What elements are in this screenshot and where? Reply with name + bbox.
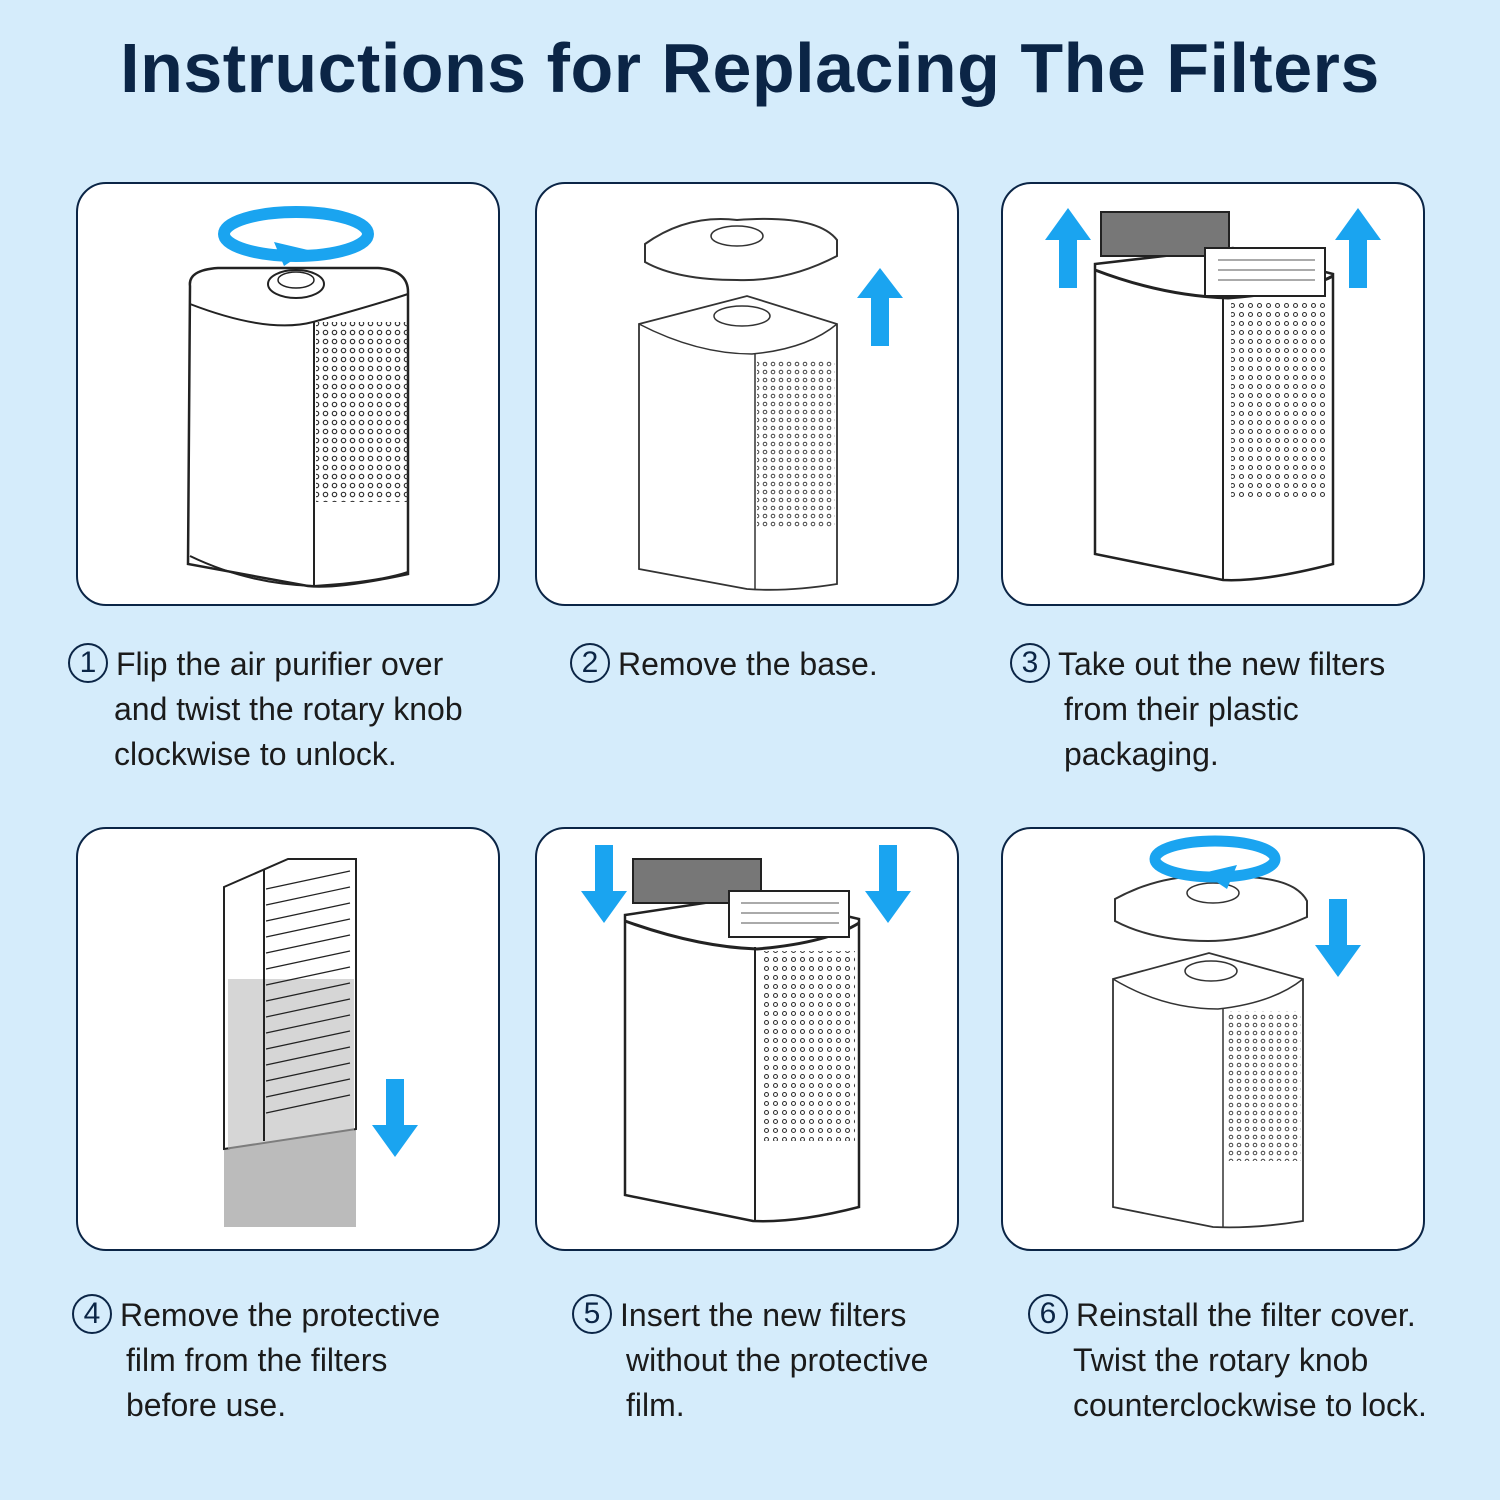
clockwise-rotation-arrow-icon bbox=[218, 206, 374, 266]
step-line: clockwise to unlock. bbox=[114, 736, 397, 772]
step-number-badge: 3 bbox=[1010, 643, 1050, 683]
step-line: and twist the rotary knob bbox=[114, 691, 463, 727]
filters-icon bbox=[1045, 208, 1381, 582]
step-6-illustration bbox=[1001, 827, 1425, 1251]
step-line: packaging. bbox=[1064, 736, 1219, 772]
down-arrow-icon bbox=[372, 1079, 418, 1157]
filter-panel-icon bbox=[223, 858, 418, 1227]
step-line: before use. bbox=[126, 1387, 287, 1423]
step-line: from their plastic bbox=[1064, 691, 1299, 727]
step-line: Reinstall the filter cover. bbox=[1076, 1297, 1416, 1333]
step-number-badge: 4 bbox=[72, 1294, 112, 1334]
step-line: Take out the new filters bbox=[1058, 646, 1386, 682]
purifier-body-icon bbox=[581, 845, 911, 1223]
base-cover-icon bbox=[644, 217, 838, 282]
base-cover-icon bbox=[1114, 875, 1308, 943]
purifier-body-icon bbox=[638, 217, 903, 591]
down-arrow-icon bbox=[1315, 899, 1361, 977]
step-line: Flip the air purifier over bbox=[116, 646, 444, 682]
step-line: Remove the protective bbox=[120, 1297, 441, 1333]
page-title: Instructions for Replacing The Filters bbox=[120, 29, 1380, 107]
purifier-body-icon bbox=[1112, 835, 1361, 1229]
step-line: without the protective bbox=[626, 1342, 929, 1378]
step-line: film. bbox=[626, 1387, 685, 1423]
step-number-badge: 1 bbox=[68, 643, 108, 683]
step-line: Insert the new filters bbox=[620, 1297, 907, 1333]
step-number-badge: 5 bbox=[572, 1294, 612, 1334]
step-5-illustration bbox=[535, 827, 959, 1251]
step-line: film from the filters bbox=[126, 1342, 388, 1378]
step-line: Twist the rotary knob bbox=[1073, 1342, 1369, 1378]
air-purifier-icon bbox=[186, 206, 410, 588]
counterclockwise-rotation-arrow-icon bbox=[1149, 835, 1281, 889]
step-3-illustration bbox=[1001, 182, 1425, 606]
step-line: Remove the base. bbox=[618, 646, 878, 682]
up-arrow-icon bbox=[857, 268, 903, 346]
step-1-illustration bbox=[76, 182, 500, 606]
step-number-badge: 2 bbox=[570, 643, 610, 683]
step-4-illustration bbox=[76, 827, 500, 1251]
up-arrow-icon bbox=[1045, 208, 1381, 288]
step-2-illustration bbox=[535, 182, 959, 606]
down-arrow-icon bbox=[581, 845, 911, 923]
step-line: counterclockwise to lock. bbox=[1073, 1387, 1427, 1423]
step-number-badge: 6 bbox=[1028, 1294, 1068, 1334]
